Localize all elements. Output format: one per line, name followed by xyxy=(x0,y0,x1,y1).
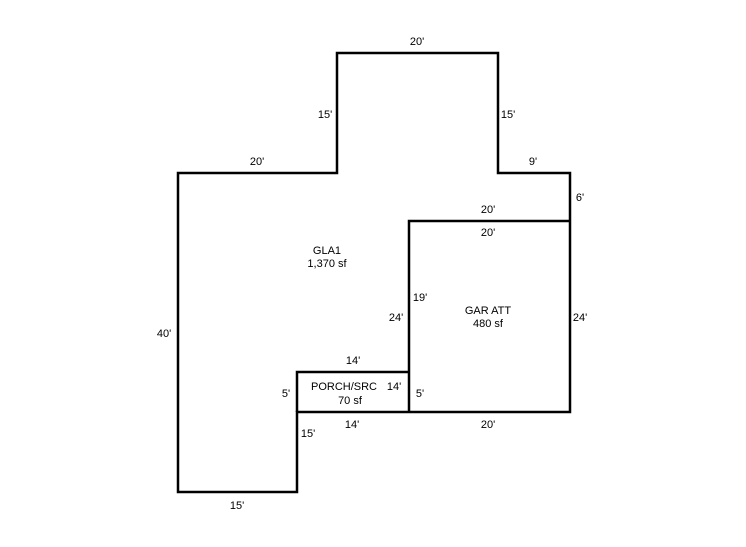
dim-bottom: 15' xyxy=(230,500,244,512)
dim-lower-right-side: 15' xyxy=(301,428,315,440)
dim-right-short: 6' xyxy=(576,192,584,204)
dim-porch-right: 5' xyxy=(416,388,424,400)
dim-garage-top-inner: 20' xyxy=(481,227,495,239)
dim-top: 20' xyxy=(410,36,424,48)
dim-top-left-side: 15' xyxy=(318,109,332,121)
porch-label: PORCH/SRC xyxy=(311,381,377,393)
dim-left-shoulder: 20' xyxy=(250,156,264,168)
gla-label: GLA1 xyxy=(313,245,341,257)
dim-porch-bottom: 14' xyxy=(345,419,359,431)
dim-left: 40' xyxy=(157,328,171,340)
dim-porch-top: 14' xyxy=(346,355,360,367)
garage-area: 480 sf xyxy=(473,318,504,330)
dim-garage-right: 24' xyxy=(573,312,587,324)
dim-right-shoulder: 9' xyxy=(529,156,537,168)
dim-garage-left-inner: 19' xyxy=(413,292,427,304)
gla-area: 1,370 sf xyxy=(307,258,347,270)
dim-garage-top-outer: 20' xyxy=(481,204,495,216)
dim-gla-right-inner: 24' xyxy=(389,312,403,324)
building-outline xyxy=(176,51,572,494)
garage-outline xyxy=(407,219,570,412)
porch-outline xyxy=(295,370,409,412)
porch-overlap-dimension: 14' xyxy=(387,381,401,393)
dim-top-right-side: 15' xyxy=(501,109,515,121)
dim-garage-bottom: 20' xyxy=(481,419,495,431)
dim-porch-left: 5' xyxy=(282,388,290,400)
porch-area: 70 sf xyxy=(338,395,363,407)
garage-label: GAR ATT xyxy=(465,305,512,317)
